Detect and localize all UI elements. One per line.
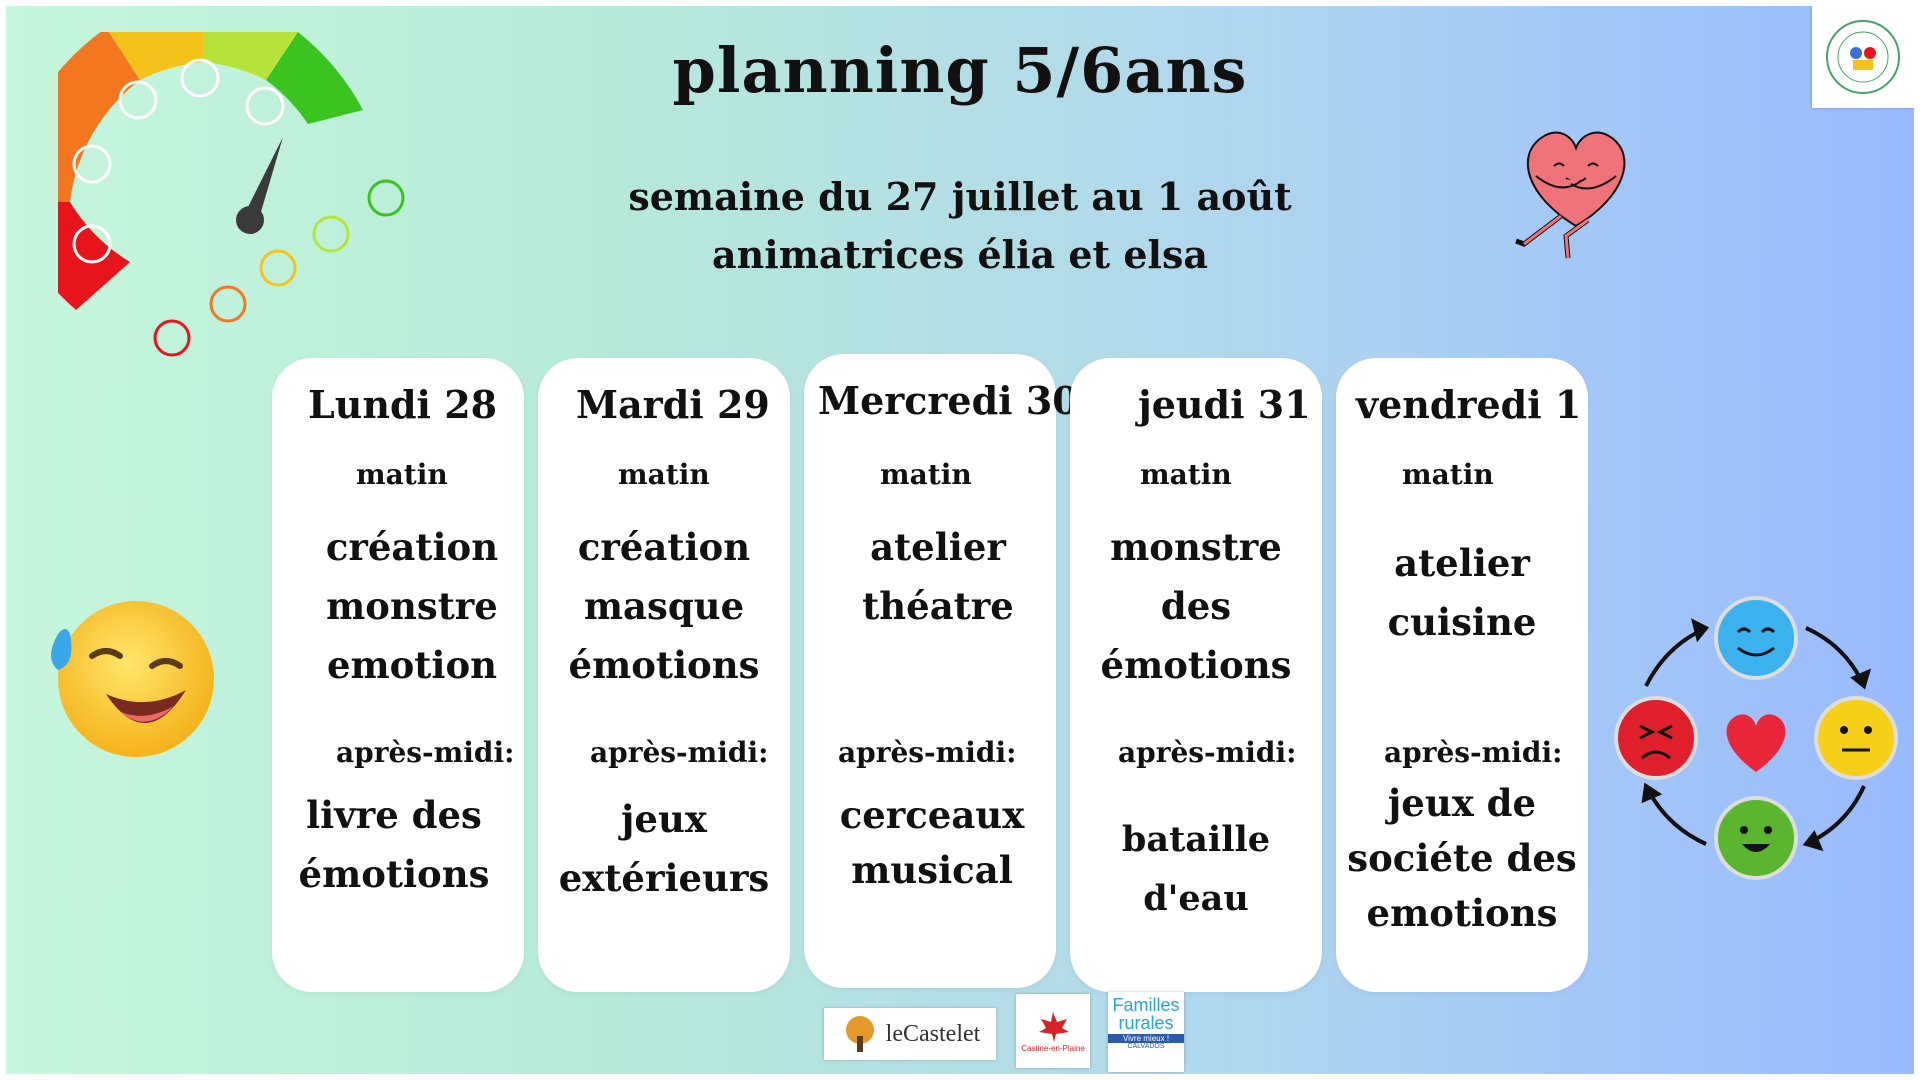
day-card-mercredi: Mercredi 30 matin atelier théatre après-… bbox=[804, 354, 1079, 988]
sweat-smile-emoji-icon bbox=[51, 601, 214, 757]
activity-line: émotions bbox=[1100, 643, 1292, 687]
afternoon-activity: jeux extérieurs bbox=[538, 790, 790, 908]
afternoon-activity: bataille d'eau bbox=[1070, 810, 1322, 928]
activity-line: extérieurs bbox=[558, 856, 770, 900]
afternoon-label: après-midi: bbox=[336, 736, 515, 769]
activity-line: émotions bbox=[298, 852, 490, 896]
activity-line: cerceaux bbox=[839, 793, 1025, 837]
week-subtitle: semaine du 27 juillet au 1 août bbox=[628, 174, 1292, 219]
day-card-vendredi: vendredi 1 matin atelier cuisine après-m… bbox=[1336, 358, 1588, 992]
planning-poster: planning 5/6ans semaine du 27 juillet au… bbox=[6, 6, 1914, 1074]
familles-logo-text-1: Familles bbox=[1112, 995, 1180, 1015]
page-title: planning 5/6ans bbox=[672, 34, 1248, 107]
day-card-mardi: Mardi 29 matin création masque émotions … bbox=[538, 358, 790, 992]
activity-line: musical bbox=[851, 848, 1013, 892]
staff-subtitle: animatrices élia et elsa bbox=[712, 232, 1208, 277]
morning-activity: atelier cuisine bbox=[1336, 534, 1588, 652]
morning-activity: création masque émotions bbox=[538, 518, 790, 695]
acm-seal-icon bbox=[1826, 20, 1900, 94]
afternoon-activity: livre des émotions bbox=[268, 786, 520, 904]
afternoon-label: après-midi: bbox=[590, 736, 769, 769]
morning-activity: monstre des émotions bbox=[1070, 518, 1322, 695]
day-card-lundi: Lundi 28 matin création monstre emotion … bbox=[272, 358, 524, 992]
activity-line: atelier bbox=[870, 525, 1006, 569]
acm-logo bbox=[1812, 6, 1914, 108]
afternoon-label: après-midi: bbox=[1384, 736, 1563, 769]
day-title: vendredi 1 bbox=[1356, 382, 1582, 427]
emotion-cycle-icon bbox=[1614, 596, 1898, 880]
commune-logo: Castine-en-Plaine bbox=[1016, 994, 1090, 1068]
activity-line: emotions bbox=[1366, 891, 1558, 935]
afternoon-activity: jeux de sociéte des emotions bbox=[1336, 776, 1588, 941]
castelet-logo: leCastelet bbox=[824, 1008, 996, 1060]
familles-logo-text-2: rurales bbox=[1118, 1013, 1174, 1033]
day-card-jeudi: jeudi 31 matin monstre des émotions aprè… bbox=[1070, 358, 1322, 992]
activity-line: emotion bbox=[326, 643, 498, 687]
activity-line: monstre bbox=[1110, 525, 1282, 569]
morning-label: matin bbox=[356, 458, 448, 491]
activity-line: des bbox=[1160, 584, 1232, 628]
maple-leaf-icon bbox=[1039, 1011, 1069, 1042]
tree-icon bbox=[845, 1016, 874, 1052]
activity-line: émotions bbox=[568, 643, 760, 687]
heart-hug-icon bbox=[1515, 131, 1626, 259]
commune-logo-text: Castine-en-Plaine bbox=[1021, 1043, 1085, 1053]
morning-label: matin bbox=[1140, 458, 1232, 491]
activity-line: cuisine bbox=[1387, 600, 1537, 644]
activity-line: monstre bbox=[326, 584, 498, 628]
morning-label: matin bbox=[1402, 458, 1494, 491]
activity-line: théatre bbox=[862, 584, 1014, 628]
morning-activity: création monstre emotion bbox=[286, 518, 538, 695]
castelet-logo-text: leCastelet bbox=[885, 1020, 981, 1047]
familles-rurales-logo: Familles rurales Vivre mieux ! CALVADOS bbox=[1108, 992, 1184, 1072]
day-title: Mercredi 30 bbox=[818, 378, 1079, 423]
morning-activity: atelier théatre bbox=[812, 518, 1064, 636]
morning-label: matin bbox=[618, 458, 710, 491]
activity-line: création bbox=[577, 525, 751, 569]
day-title: jeudi 31 bbox=[1138, 382, 1311, 427]
activity-line: création bbox=[325, 525, 499, 569]
familles-logo-tagline: Vivre mieux ! bbox=[1108, 1034, 1184, 1043]
activity-line: livre des bbox=[306, 793, 482, 837]
familles-logo-region: CALVADOS bbox=[1127, 1043, 1165, 1050]
activity-line: jeux bbox=[621, 797, 707, 841]
emotion-gauge-icon bbox=[58, 32, 405, 357]
activity-line: jeux de bbox=[1387, 781, 1537, 825]
morning-label: matin bbox=[880, 458, 972, 491]
day-title: Mardi 29 bbox=[576, 382, 770, 427]
activity-line: sociéte des bbox=[1347, 836, 1577, 880]
afternoon-activity: cerceaux musical bbox=[806, 788, 1058, 898]
afternoon-label: après-midi: bbox=[838, 736, 1017, 769]
afternoon-label: après-midi: bbox=[1118, 736, 1297, 769]
activity-line: masque bbox=[583, 584, 745, 628]
activity-line: bataille d'eau bbox=[1121, 819, 1271, 919]
day-title: Lundi 28 bbox=[308, 382, 498, 427]
activity-line: atelier bbox=[1394, 541, 1530, 585]
